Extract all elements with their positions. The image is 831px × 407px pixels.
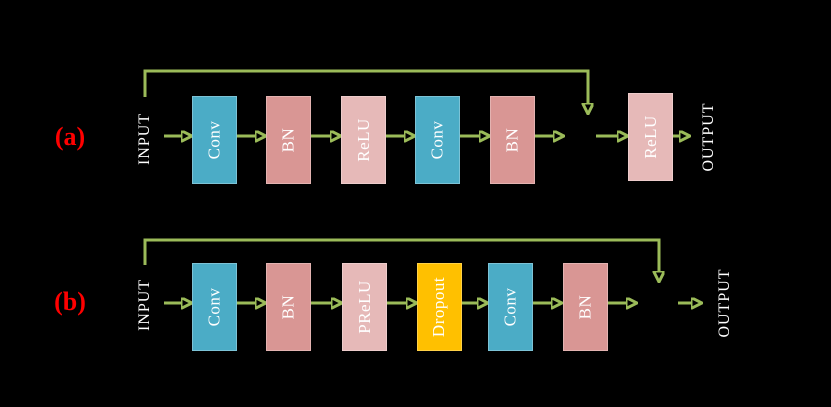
block-prelu: PReLU: [342, 263, 387, 351]
block-bn: BN: [563, 263, 608, 351]
row-a-connectors: [143, 69, 679, 136]
block-dropout: Dropout: [417, 263, 462, 351]
block-label: Conv: [204, 287, 224, 327]
row-a-input-label: INPUT: [136, 112, 153, 166]
block-relu: ReLU: [341, 96, 386, 184]
block-relu: ReLU: [628, 93, 673, 181]
block-label: Conv: [500, 287, 520, 327]
block-label: BN: [575, 294, 595, 320]
row-b-label: (b): [54, 287, 86, 316]
block-label: Dropout: [429, 276, 449, 338]
row-b-output-label: OUTPUT: [716, 268, 733, 338]
block-label: Conv: [427, 120, 447, 160]
row-a-output-label: OUTPUT: [700, 102, 717, 172]
block-conv: Conv: [192, 263, 237, 351]
skip-connection-b: [143, 238, 659, 271]
block-label: BN: [278, 127, 298, 153]
block-conv: Conv: [488, 263, 533, 351]
block-bn: BN: [490, 96, 535, 184]
block-conv: Conv: [415, 96, 460, 184]
block-label: ReLU: [640, 115, 660, 159]
block-bn: BN: [266, 96, 311, 184]
row-a-label: (a): [54, 122, 86, 151]
block-conv: Conv: [192, 96, 237, 184]
block-label: BN: [278, 294, 298, 320]
block-label: BN: [502, 127, 522, 153]
block-label: PReLU: [354, 280, 374, 334]
block-label: Conv: [204, 120, 224, 160]
block-label: ReLU: [353, 118, 373, 162]
row-b-input-label: INPUT: [136, 278, 153, 332]
skip-connection-a: [143, 69, 588, 103]
block-bn: BN: [266, 263, 311, 351]
row-b-connectors: [143, 238, 691, 303]
